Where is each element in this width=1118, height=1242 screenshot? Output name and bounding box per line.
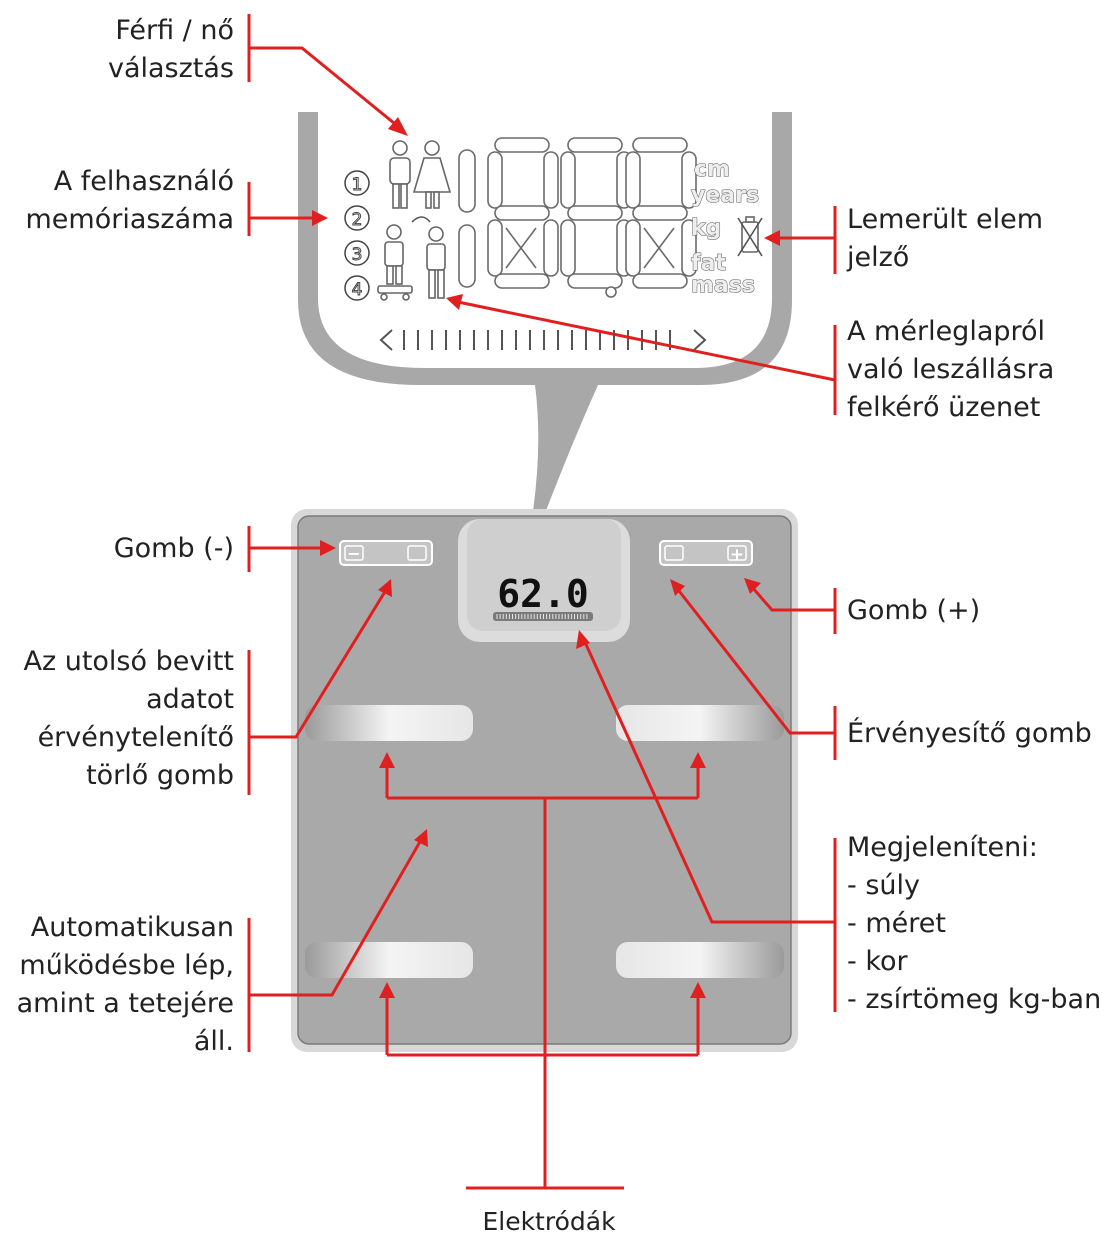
minus-symbol: − <box>347 544 360 563</box>
label-line: - súly <box>847 870 920 901</box>
label-line: Lemerült elem <box>847 204 1043 235</box>
label-step-off: A mérleglapról való leszállásra felkérő … <box>847 316 1054 423</box>
label-line: törlő gomb <box>86 760 234 791</box>
lcd-units: cm years kg fat mass <box>691 157 760 299</box>
plus-symbol: + <box>730 545 744 565</box>
unit-kg: kg <box>691 216 721 241</box>
person-on-scale-icon <box>377 224 413 301</box>
callout-pointer <box>520 385 598 580</box>
female-icon <box>412 140 452 209</box>
label-line: - kor <box>847 946 909 977</box>
label-line: Automatikusan <box>31 912 234 943</box>
unit-cm: cm <box>694 157 730 182</box>
label-line: választás <box>108 53 234 84</box>
label-line: Férfi / nő <box>115 15 234 46</box>
label-auto-on: Automatikusan működésbe lép, amint a tet… <box>17 912 234 1057</box>
user-memory-numbers: 1 2 3 4 <box>344 170 370 301</box>
label-line: - zsírtömeg kg-ban <box>847 984 1101 1015</box>
label-line: érvénytelenítő <box>38 722 234 753</box>
memory-number: 1 <box>352 175 363 195</box>
male-icon <box>389 140 411 209</box>
unit-years: years <box>691 183 759 208</box>
label-line: Gomb (-) <box>114 533 234 564</box>
battery-low-icon <box>737 216 763 257</box>
label-line: áll. <box>194 1026 234 1057</box>
memory-number: 4 <box>352 280 363 300</box>
lcd-segment-digits <box>458 137 697 298</box>
electrode-top-left <box>305 705 473 741</box>
label-line: való leszállásra <box>847 354 1054 385</box>
label-line: Érvényesítő gomb <box>847 717 1092 749</box>
annotation-lines <box>247 14 837 1190</box>
label-line: Megjeleníteni: <box>847 832 1038 863</box>
unit-mass: mass <box>691 273 755 298</box>
label-line: Elektródák <box>482 1207 616 1236</box>
label-line: működésbe lép, <box>19 950 234 981</box>
electrode-bottom-left <box>305 942 473 978</box>
label-line: - méret <box>847 908 946 939</box>
electrode-top-right <box>616 705 784 741</box>
label-line: A mérleglapról <box>847 316 1045 347</box>
label-line: Az utolsó bevitt <box>23 646 234 677</box>
label-confirm-button: Érvényesítő gomb <box>847 717 1092 749</box>
label-line: amint a tetejére <box>17 988 234 1019</box>
electrode-bottom-right <box>616 942 784 978</box>
label-button-minus: Gomb (-) <box>114 533 234 564</box>
arrow-icon <box>411 216 431 223</box>
scale-body <box>291 509 798 1052</box>
label-line: A felhasználó <box>54 166 234 197</box>
label-line: memóriaszáma <box>25 204 234 235</box>
unit-fat: fat <box>691 251 726 276</box>
label-user-memory: A felhasználó memóriaszáma <box>25 166 234 235</box>
label-line: Gomb (+) <box>847 595 980 626</box>
label-line: jelző <box>846 242 909 273</box>
step-off-bar <box>379 329 707 351</box>
label-line: felkérő üzenet <box>847 392 1040 423</box>
plus-button[interactable]: + <box>659 540 753 566</box>
scale-display-value: 62.0 <box>497 572 589 616</box>
minus-button[interactable]: − <box>339 540 433 566</box>
scale-display: 62.0 <box>458 519 630 642</box>
memory-number: 2 <box>352 210 363 230</box>
label-clear-button: Az utolsó bevitt adatot érvénytelenítő t… <box>23 646 234 791</box>
label-gender-select: Férfi / nő választás <box>108 15 234 84</box>
label-display-modes: Megjeleníteni: - súly - méret - kor - zs… <box>847 832 1101 1015</box>
label-line: adatot <box>146 684 234 715</box>
memory-number: 3 <box>352 245 363 265</box>
step-off-person-icon <box>426 226 446 299</box>
label-battery-low: Lemerült elem jelző <box>846 204 1043 273</box>
label-electrodes: Elektródák <box>482 1207 616 1236</box>
label-button-plus: Gomb (+) <box>847 595 980 626</box>
